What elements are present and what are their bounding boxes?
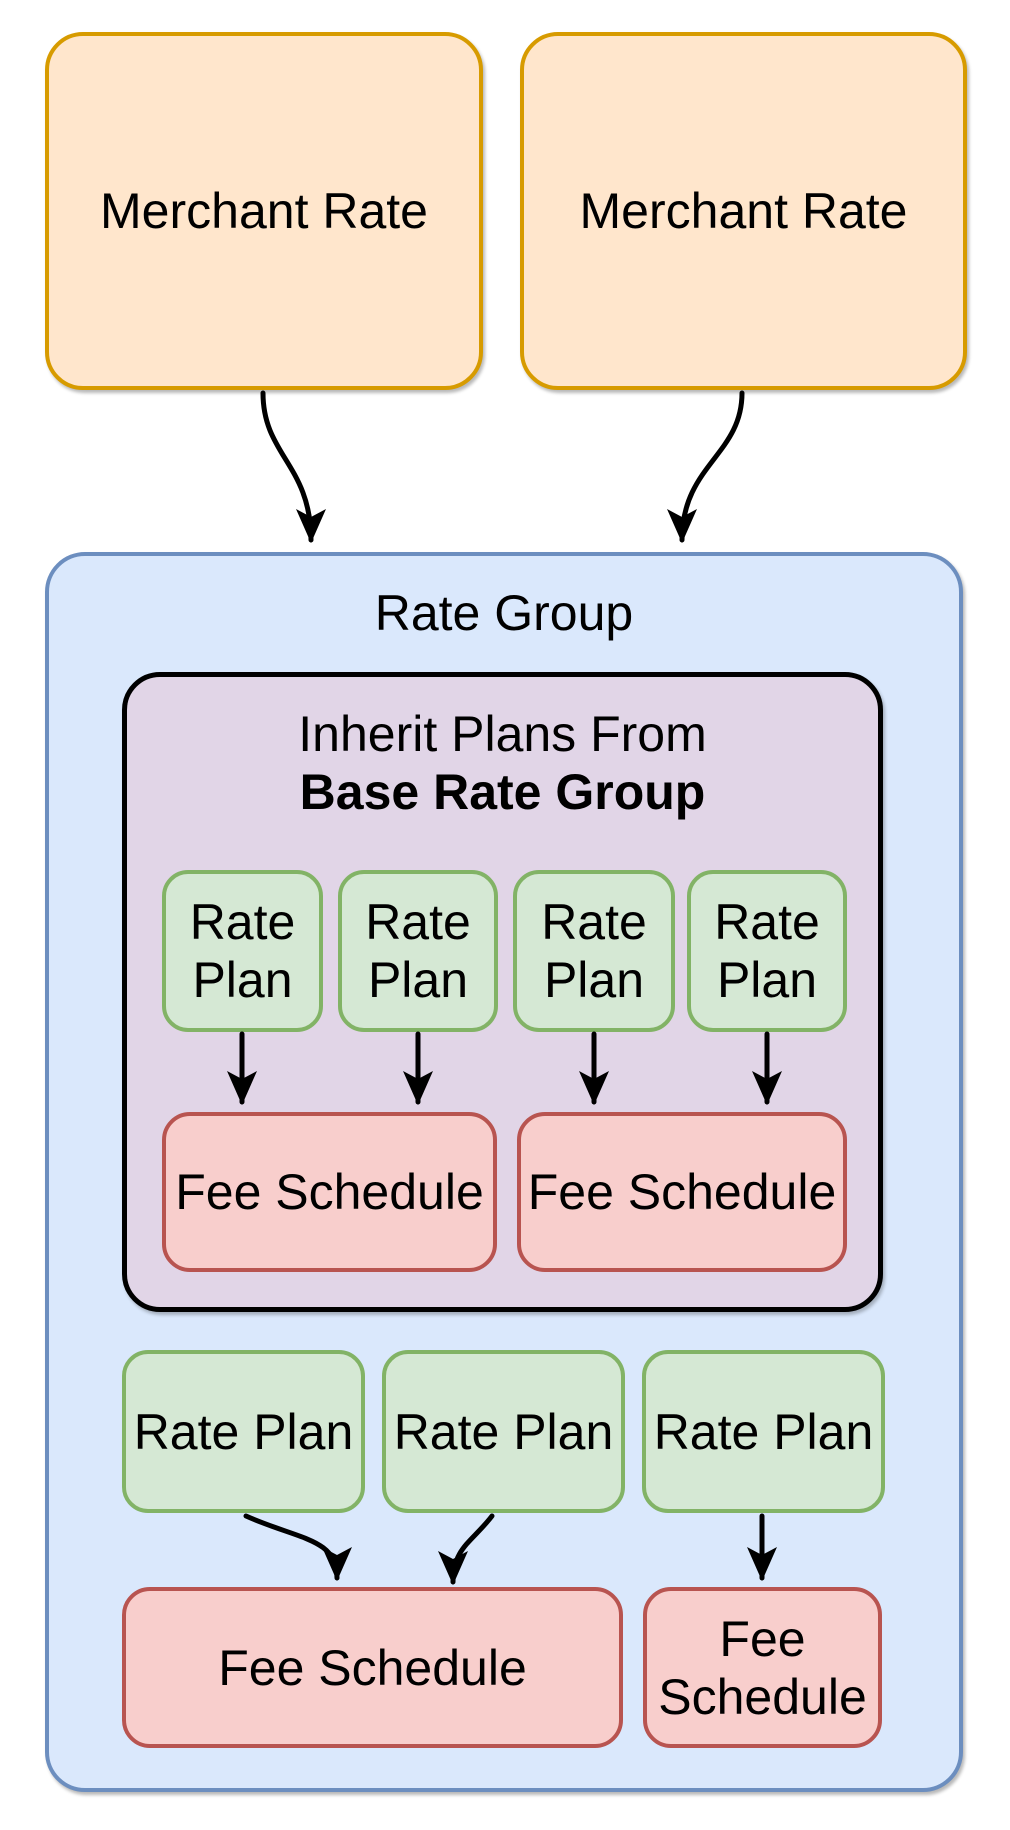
fee-schedule-label: Fee Schedule: [658, 1610, 867, 1725]
inherited-rate-plan-node-4: Rate Plan: [687, 870, 847, 1032]
fee-schedule-node-2: Fee Schedule: [643, 1587, 882, 1748]
rate-group-container: Rate Group Inherit Plans From Base Rate …: [45, 552, 963, 1792]
rate-plan-node-1: Rate Plan: [122, 1350, 365, 1513]
merchant-rate-label: Merchant Rate: [579, 183, 908, 239]
rate-plan-node-2: Rate Plan: [382, 1350, 625, 1513]
rate-plan-label: Rate Plan: [714, 894, 820, 1008]
flow-arrow-merchant2-to-rategroup: [667, 390, 745, 543]
fee-schedule-label: Fee Schedule: [175, 1164, 484, 1220]
rate-plan-label: Rate Plan: [541, 894, 647, 1008]
inherited-rate-plan-node-1: Rate Plan: [162, 870, 323, 1032]
inherited-rate-plan-node-2: Rate Plan: [338, 870, 498, 1032]
rate-plan-label: Rate Plan: [393, 1403, 614, 1460]
merchant-rate-label: Merchant Rate: [100, 183, 428, 239]
inherited-fee-schedule-node-1: Fee Schedule: [162, 1112, 497, 1272]
inherit-plans-title-line1: Inherit Plans From: [298, 706, 707, 762]
fee-schedule-label: Fee Schedule: [527, 1164, 837, 1220]
fee-schedule-label: Fee Schedule: [218, 1639, 527, 1696]
inherited-rate-plan-node-3: Rate Plan: [513, 870, 675, 1032]
rate-plan-label: Rate Plan: [133, 1403, 354, 1460]
rate-plan-label: Rate Plan: [189, 894, 296, 1008]
inherit-plans-title: Inherit Plans From Base Rate Group: [127, 677, 878, 821]
inherited-fee-schedule-node-2: Fee Schedule: [517, 1112, 847, 1272]
rate-plan-node-3: Rate Plan: [642, 1350, 885, 1513]
rate-plan-label: Rate Plan: [365, 894, 471, 1008]
flow-arrow-merchant1-to-rategroup: [260, 390, 326, 543]
rate-group-title: Rate Group: [374, 585, 634, 641]
inherit-plans-container: Inherit Plans From Base Rate Group Rate …: [122, 672, 883, 1312]
merchant-rate-node-1: Merchant Rate: [45, 32, 483, 390]
fee-schedule-node-1: Fee Schedule: [122, 1587, 623, 1748]
rate-plan-label: Rate Plan: [653, 1403, 874, 1460]
inherit-plans-title-line2: Base Rate Group: [299, 764, 706, 820]
merchant-rate-node-2: Merchant Rate: [520, 32, 967, 390]
